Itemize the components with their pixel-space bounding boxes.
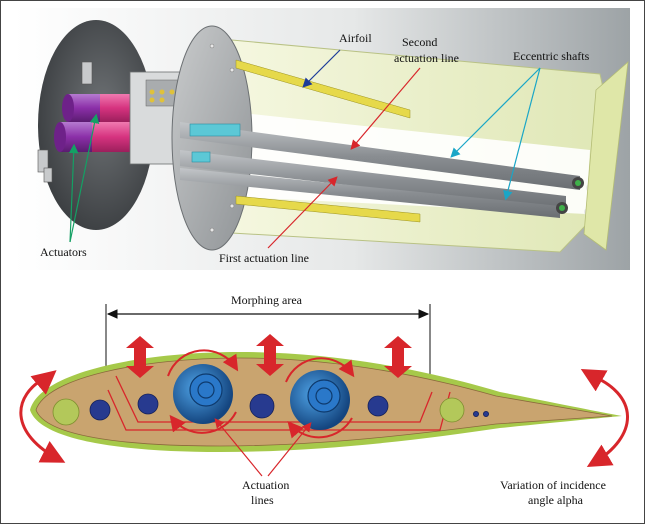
incidence-arc-left-start xyxy=(30,370,57,395)
actuation-line-2-path xyxy=(115,375,433,423)
label-actuation-lines-2: lines xyxy=(251,493,274,507)
leading-edge-hole xyxy=(52,398,80,426)
label-actuators: Actuators xyxy=(40,245,87,259)
trailing-edge-panel xyxy=(583,61,629,251)
leader-actuators-2 xyxy=(68,143,79,243)
label-second-actuation-line-1: Second xyxy=(402,35,437,49)
couplers xyxy=(189,123,241,163)
label-second-actuation-line-2: actuation line xyxy=(394,51,459,65)
label-variation-of-incidence-1: Variation of incidence xyxy=(500,478,606,492)
label-actuation-lines-1: Actuation xyxy=(242,478,289,492)
eccentric-shafts-render xyxy=(180,122,594,218)
label-airfoil: Airfoil xyxy=(339,31,372,45)
top-panel-3d-model: Airfoil Second actuation line Eccentric … xyxy=(14,8,630,270)
bottom-panel-section: Morphing area xyxy=(19,293,629,507)
actuator-upper xyxy=(62,94,138,122)
leader-eccentric-shafts-1 xyxy=(450,67,541,158)
label-first-actuation-line: First actuation line xyxy=(219,251,309,265)
label-morphing-area: Morphing area xyxy=(231,293,303,307)
leader-actuators-1 xyxy=(69,113,100,243)
leader-actuation-lines-1 xyxy=(214,418,263,477)
eccentric-disc-2 xyxy=(290,370,350,430)
leader-eccentric-shafts-2 xyxy=(503,67,541,201)
actuator-lower xyxy=(54,122,132,152)
leader-first-actuation-line xyxy=(267,176,338,249)
leader-actuation-lines-2 xyxy=(267,422,312,477)
rotation-arrows xyxy=(167,349,355,439)
section-holes xyxy=(89,393,489,421)
deflection-arrows xyxy=(126,334,412,378)
actuator-bracket xyxy=(37,61,93,183)
leader-second-actuation-line xyxy=(350,67,421,150)
label-eccentric-shafts: Eccentric shafts xyxy=(513,49,590,63)
spars xyxy=(235,59,421,223)
leader-airfoil xyxy=(302,49,341,88)
incidence-arc-right-start xyxy=(580,369,608,392)
eccentric-disc-1 xyxy=(173,364,233,424)
label-variation-of-incidence-2: angle alpha xyxy=(528,493,584,507)
rear-spar-hole xyxy=(439,397,465,423)
